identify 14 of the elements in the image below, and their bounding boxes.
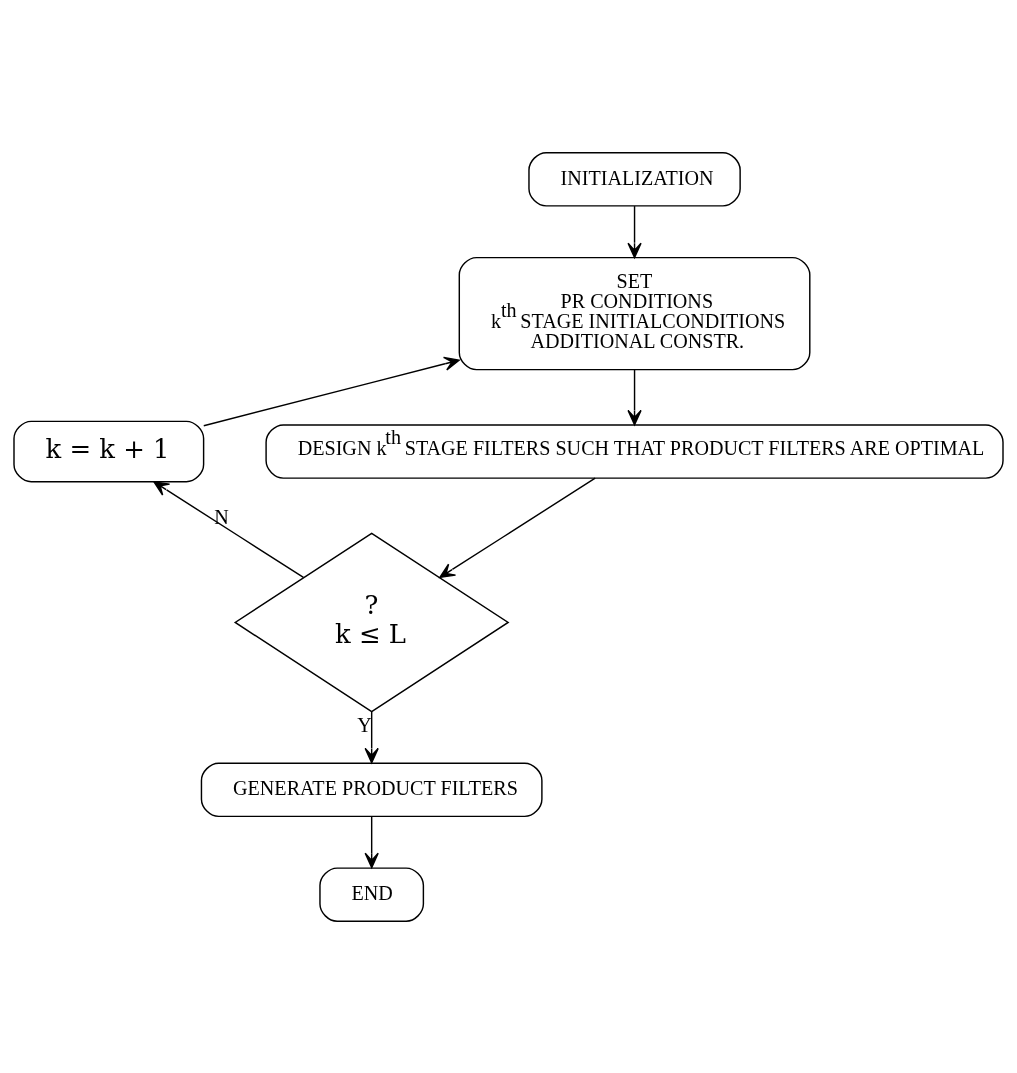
node-box: k = k + 1 bbox=[13, 420, 205, 482]
arrow bbox=[627, 368, 642, 425]
node-box: GENERATE PRODUCT FILTERS bbox=[200, 762, 543, 817]
node-diamond: ? k ≤ L bbox=[233, 532, 510, 712]
arrow bbox=[364, 710, 379, 763]
node-box: END bbox=[319, 866, 425, 922]
arrow bbox=[439, 476, 596, 578]
edge-label: N bbox=[214, 505, 229, 528]
arrow bbox=[627, 204, 642, 258]
arrow bbox=[153, 480, 305, 578]
edge-label: Y bbox=[357, 713, 372, 736]
arrow bbox=[364, 815, 379, 868]
arrow bbox=[203, 356, 460, 426]
node-box: INITIALIZATION bbox=[528, 151, 741, 207]
